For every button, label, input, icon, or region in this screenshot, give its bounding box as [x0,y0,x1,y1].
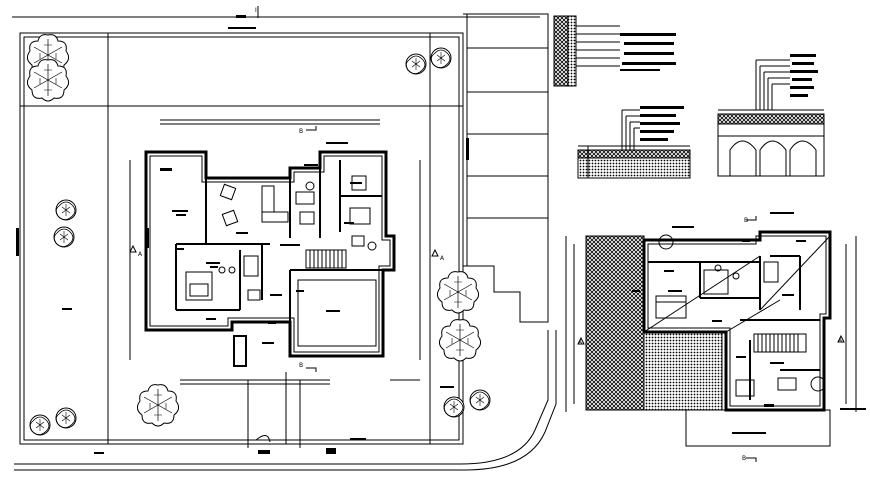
plan-mark-b2: B [299,362,303,369]
detail-wall-section [553,15,676,87]
section-mark-a1: A [138,251,143,258]
plan-mark-b3: B [744,217,748,224]
section-mark-a4: A [838,337,843,344]
section-mark-a3: A [578,339,583,346]
stairs [305,249,347,269]
section-arrow-icon: A A B B [129,126,445,372]
section-arrow-icon: A A B B [577,216,845,462]
detail-floor-section [577,106,691,179]
site-plan: A A B B [12,6,557,471]
section-mark-a2: A [440,255,445,262]
plan-mark-b1: B [299,128,303,135]
plan-mark-b4: B [742,455,746,462]
tree-icon [26,34,491,436]
house-ground-floor [94,142,454,454]
upper-floor-plan: A A B B [565,212,866,462]
top-axis-mark: I [255,7,257,14]
construction-details [553,15,825,179]
detail-vault-section [717,54,825,177]
furniture [185,175,377,301]
